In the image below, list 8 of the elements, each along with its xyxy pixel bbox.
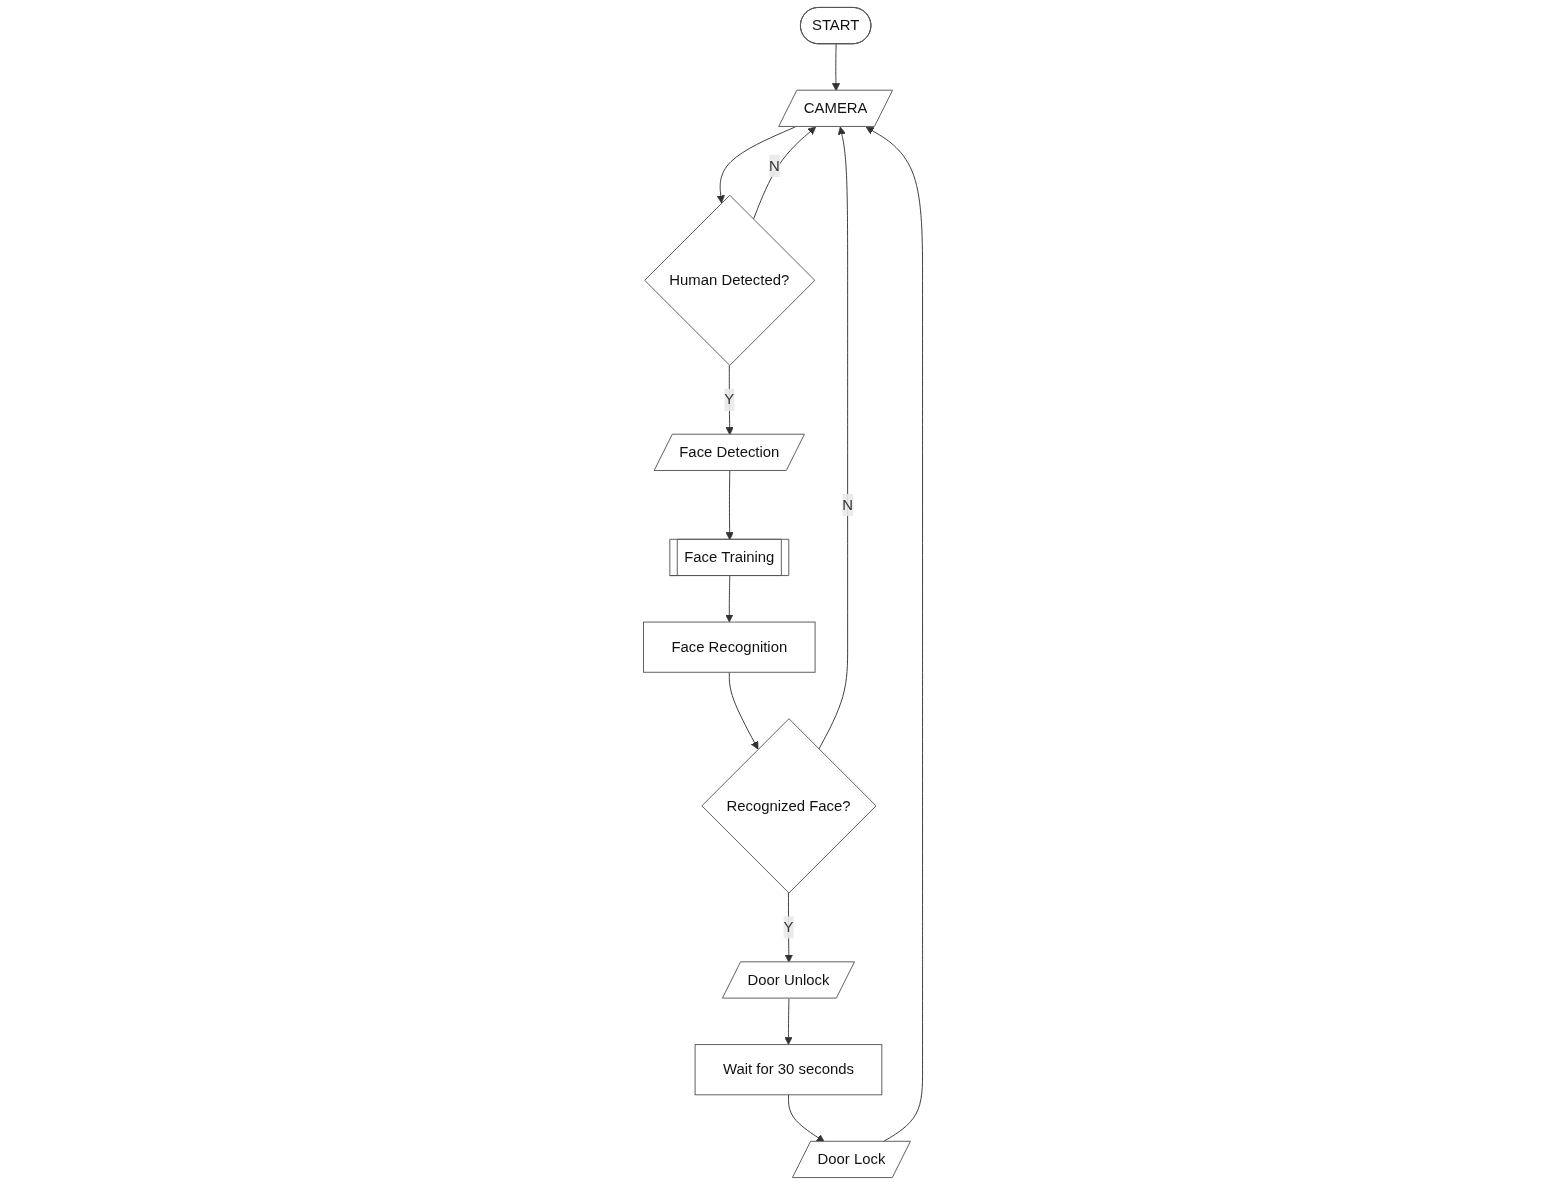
edge-label: Y bbox=[724, 391, 735, 408]
edge-label: N bbox=[842, 496, 853, 513]
edge-label: Y bbox=[783, 919, 794, 935]
node-box: Wait for 30 seconds bbox=[694, 1044, 883, 1096]
node-box: Face Recognition bbox=[643, 621, 816, 673]
edge-label: N bbox=[769, 157, 780, 174]
node-diamond: Recognized Face? bbox=[701, 718, 877, 894]
node-diamond: Human Detected? bbox=[644, 194, 816, 366]
